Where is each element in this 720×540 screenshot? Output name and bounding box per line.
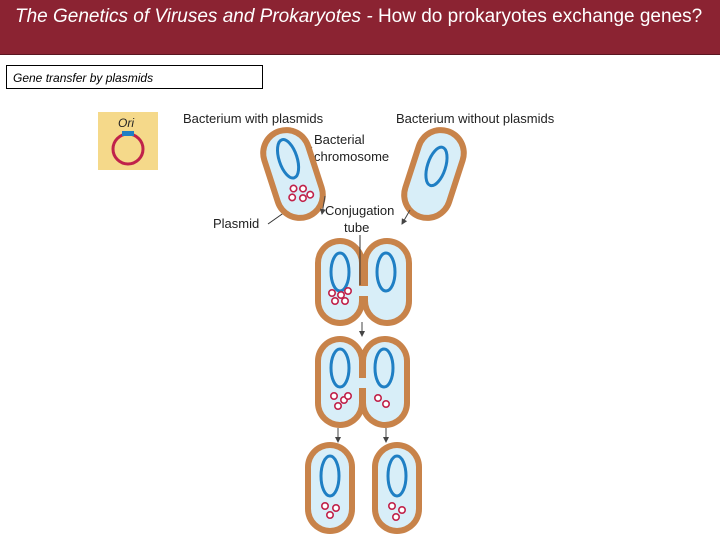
ori-plasmid-inset: Ori: [98, 112, 158, 170]
title-bar: The Genetics of Viruses and Prokaryotes …: [0, 0, 720, 55]
label-plasmid: Plasmid: [213, 216, 259, 231]
slide-title: The Genetics of Viruses and Prokaryotes …: [15, 4, 705, 29]
donor-bacterium: [260, 127, 326, 221]
conjugation-stage-2: [315, 336, 410, 428]
label-chromosome-1: Bacterial: [314, 132, 365, 147]
ori-label: Ori: [118, 116, 134, 130]
label-conjugation-1: Conjugation: [325, 203, 394, 218]
title-main: The Genetics of Viruses and Prokaryotes …: [15, 6, 378, 27]
label-conjugation-2: tube: [344, 220, 369, 235]
label-chromosome-2: chromosome: [314, 149, 389, 164]
caption-text: Gene transfer by plasmids: [13, 71, 154, 85]
label-with-plasmids: Bacterium with plasmids: [183, 111, 324, 126]
title-subtitle: How do prokaryotes exchange genes?: [377, 6, 703, 27]
conjugation-stage-1: [315, 238, 412, 326]
label-without-plasmids: Bacterium without plasmids: [396, 111, 555, 126]
caption-box: Gene transfer by plasmids: [6, 65, 263, 89]
recipient-bacterium: [401, 127, 467, 221]
separated-bacteria: [305, 442, 422, 534]
plasmid-conjugation-diagram: Ori Bacterium with plasmids Bacterium wi…: [98, 111, 555, 534]
